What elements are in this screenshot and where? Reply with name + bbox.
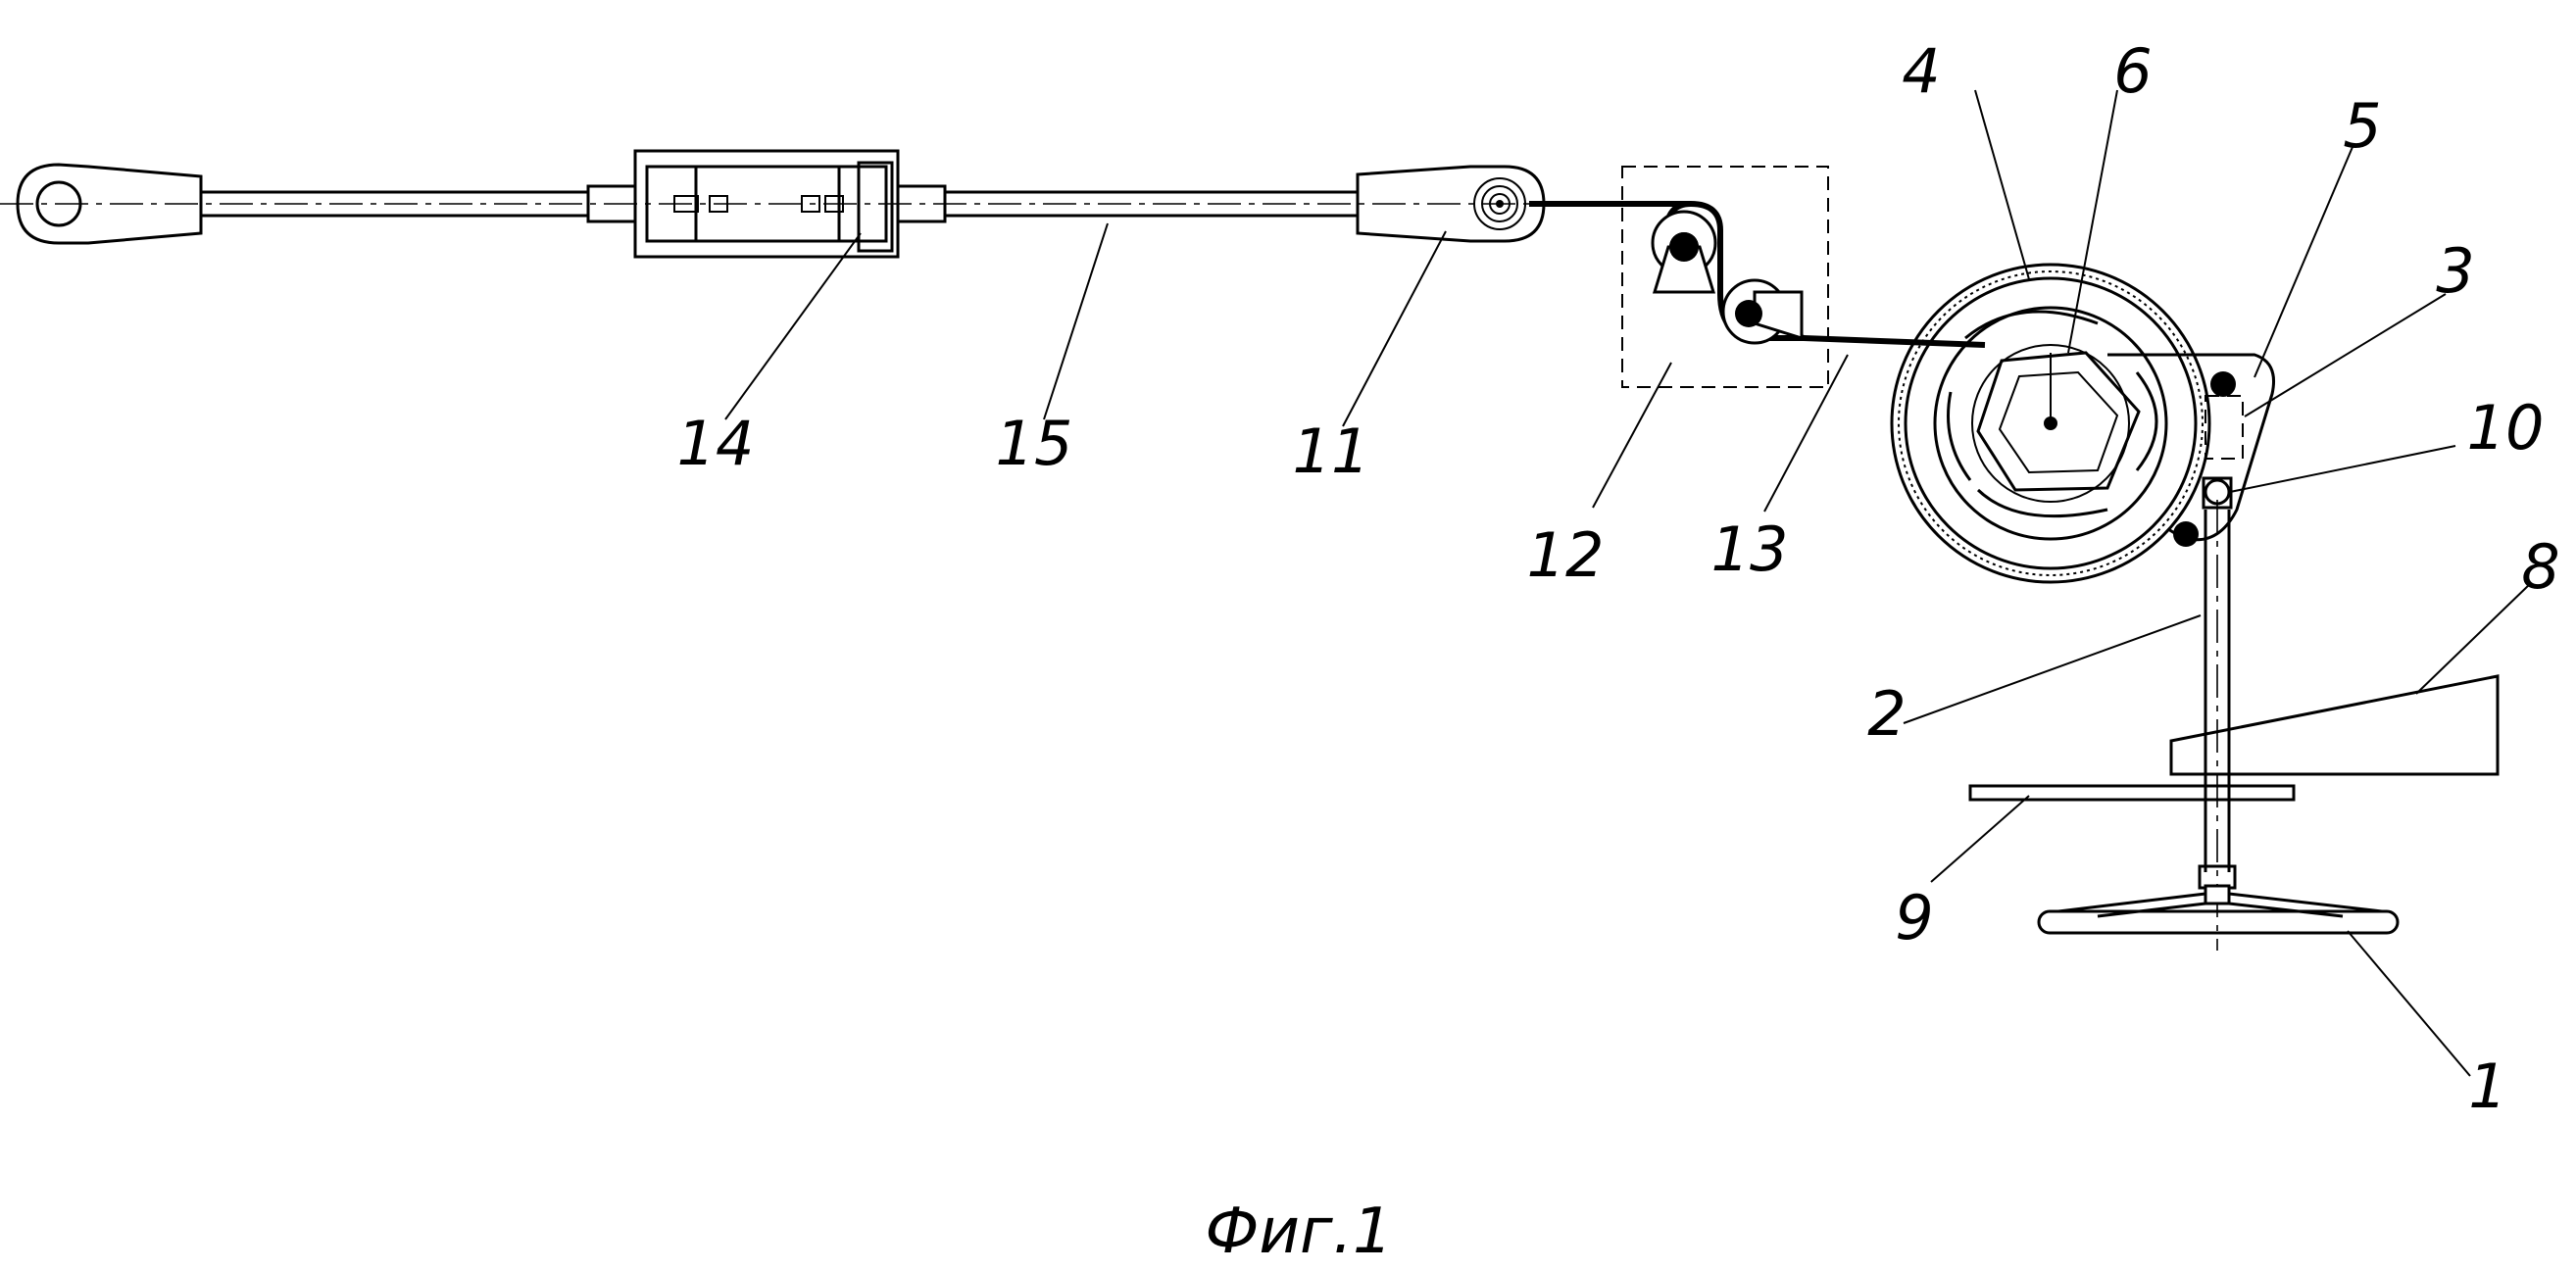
pulley-upper bbox=[1651, 210, 1717, 294]
label-5: 5 bbox=[2343, 90, 2381, 162]
base-1 bbox=[2037, 864, 2400, 935]
label-13: 14 bbox=[677, 408, 755, 479]
label-6: 6 bbox=[2113, 35, 2152, 107]
pulley-lower bbox=[1721, 278, 1804, 345]
label-11: 11 bbox=[1293, 416, 1370, 487]
plate-9 bbox=[1968, 784, 2296, 802]
label-12: 12 bbox=[1527, 519, 1605, 591]
label-1: 1 bbox=[2468, 1051, 2506, 1122]
label-4: 4 bbox=[1902, 35, 1940, 107]
cam-6 bbox=[1976, 351, 2141, 492]
label-8: 8 bbox=[2521, 531, 2559, 603]
figure-caption: Фиг.1 bbox=[1205, 1196, 1392, 1268]
label-14: 15 bbox=[996, 408, 1073, 479]
coupling-13 bbox=[633, 149, 900, 259]
reference-labels: 14 15 11 12 13 4 6 5 3 10 8 2 9 1 bbox=[677, 35, 2560, 1122]
label-10: 10 bbox=[2467, 392, 2545, 464]
post-2 bbox=[2204, 500, 2231, 951]
label-3: 3 bbox=[2436, 235, 2474, 307]
label-2: 2 bbox=[1867, 678, 1906, 750]
lever-5 bbox=[2107, 353, 2275, 547]
tray-8 bbox=[2169, 674, 2500, 776]
label-15: 13 bbox=[1711, 513, 1789, 585]
drum-4 bbox=[1890, 263, 2211, 584]
leader-lines bbox=[724, 89, 2532, 1077]
drum-spokes bbox=[1947, 310, 2158, 518]
pulley-block-12-outline bbox=[1621, 166, 1829, 388]
label-9: 9 bbox=[1895, 882, 1933, 953]
